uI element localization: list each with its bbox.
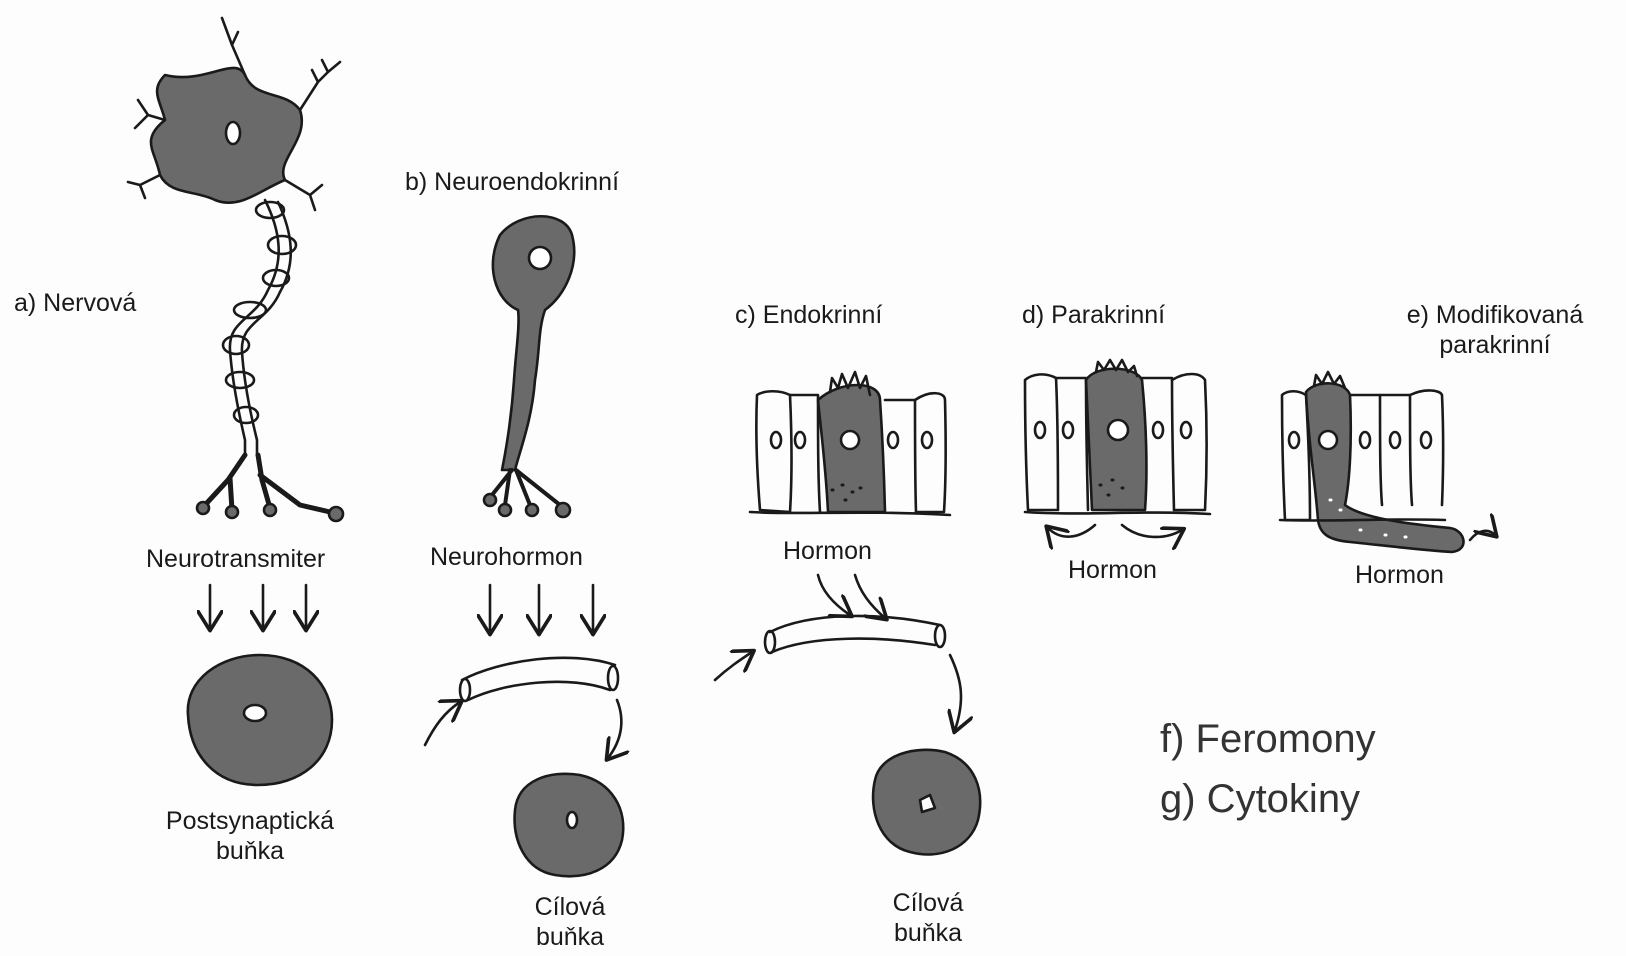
- label-a-title: a) Nervová: [14, 288, 136, 318]
- label-d-title: d) Parakrinní: [1022, 300, 1165, 330]
- label-b-target-line2: buňka: [520, 922, 620, 952]
- label-a-signal: Neurotransmiter: [146, 544, 325, 574]
- label-c-target-line2: buňka: [878, 918, 978, 948]
- blood-vessel-b: [425, 658, 621, 758]
- epithelium-e: [1280, 372, 1495, 552]
- label-b-target: Cílová buňka: [520, 892, 620, 952]
- label-e-title-line1: e) Modifikovaná: [1370, 300, 1620, 330]
- postsynaptic-cell: [188, 655, 332, 785]
- epithelium-c: [750, 372, 950, 515]
- label-b-target-line1: Cílová: [520, 892, 620, 922]
- label-e-title-line2: parakrinní: [1370, 330, 1620, 360]
- arrows-a: [210, 585, 306, 628]
- label-c-target: Cílová buňka: [878, 888, 978, 948]
- label-c-signal: Hormon: [783, 536, 872, 566]
- label-d-signal: Hormon: [1068, 555, 1157, 585]
- label-a-target-line2: buňka: [150, 836, 350, 866]
- label-b-signal: Neurohormon: [430, 542, 583, 572]
- label-c-target-line1: Cílová: [878, 888, 978, 918]
- label-f: f) Feromony: [1160, 716, 1376, 762]
- arrows-c: [715, 575, 885, 680]
- label-c-title: c) Endokrinní: [735, 300, 882, 330]
- label-e-title: e) Modifikovaná parakrinní: [1370, 300, 1620, 360]
- arrows-b: [490, 585, 593, 632]
- label-b-title: b) Neuroendokrinní: [405, 167, 619, 197]
- blood-vessel-c: [765, 616, 961, 730]
- label-a-target-line1: Postsynaptická: [150, 806, 350, 836]
- epithelium-d: [1025, 360, 1210, 537]
- label-g: g) Cytokiny: [1160, 776, 1360, 822]
- target-cell-c: [873, 750, 980, 855]
- label-a-target: Postsynaptická buňka: [150, 806, 350, 866]
- target-cell-b: [515, 774, 624, 876]
- label-e-signal: Hormon: [1355, 560, 1444, 590]
- neuroendocrine-cell-b: [484, 216, 574, 517]
- neuron-a: [128, 18, 343, 521]
